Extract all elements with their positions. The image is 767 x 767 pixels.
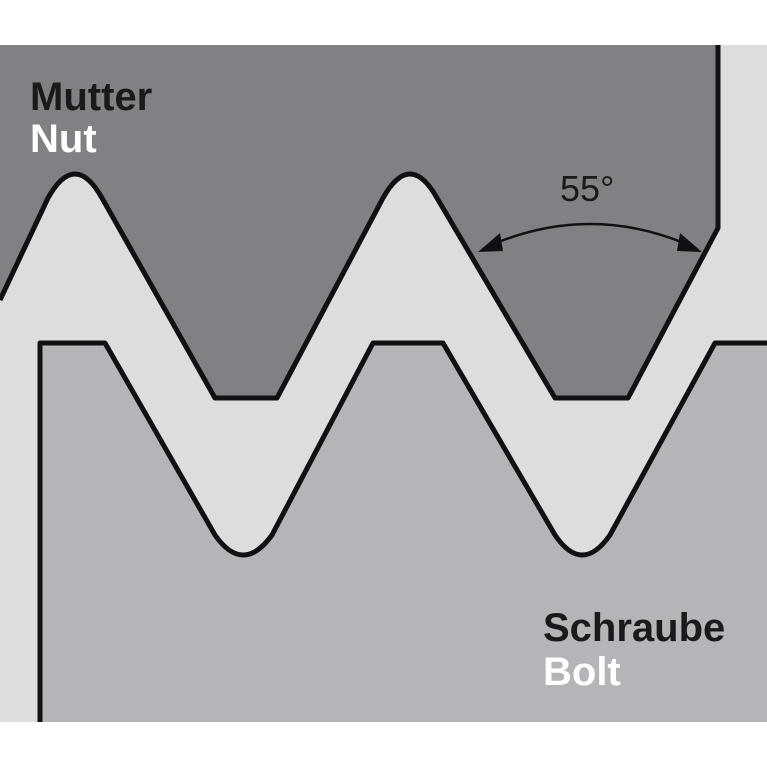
angle-arrowhead-right	[677, 233, 702, 252]
angle-arc	[495, 222, 685, 245]
angle-label: 55°	[560, 168, 615, 209]
bolt-body	[40, 343, 767, 722]
nut-outline	[0, 45, 721, 401]
bolt-label-german: Schraube	[543, 606, 726, 650]
nut-label-german: Mutter	[30, 75, 153, 119]
angle-arrowhead-left	[478, 233, 503, 252]
bolt-label-english: Bolt	[543, 650, 621, 694]
bolt-outline	[37, 340, 767, 722]
nut-label-english: Nut	[30, 117, 97, 161]
nut-body	[0, 45, 718, 398]
